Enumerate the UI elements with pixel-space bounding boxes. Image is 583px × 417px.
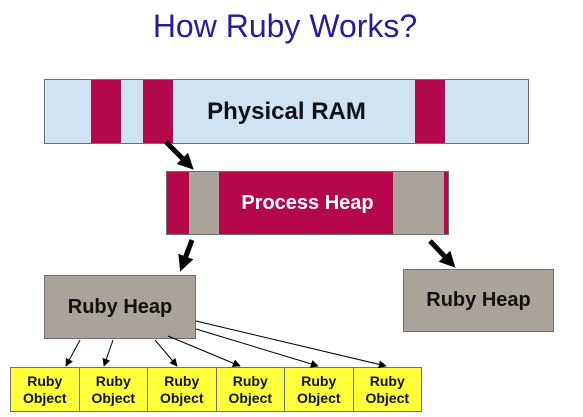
ruby-object-box: Ruby Object xyxy=(78,367,148,412)
ruby-object-line2: Object xyxy=(22,389,67,406)
physical-ram-label: Physical RAM xyxy=(207,97,366,125)
ruby-object-line1: Ruby xyxy=(232,372,268,389)
ruby-heap-to-object-arrow xyxy=(195,320,387,369)
ruby-heap-box-left: Ruby Heap xyxy=(44,275,196,339)
process-heap-label: Process Heap xyxy=(241,191,374,214)
ruby-heap-to-object-arrow xyxy=(195,328,319,368)
process-heap-to-right-ruby-heap-arrow xyxy=(428,239,456,268)
ruby-object-box: Ruby Object xyxy=(10,367,80,412)
physical-ram-box: Physical RAM xyxy=(44,79,529,144)
ruby-object-box: Ruby Object xyxy=(147,367,217,412)
ruby-objects-row: Ruby Object Ruby Object Ruby Object Ruby… xyxy=(10,367,428,412)
ram-used-segment xyxy=(415,80,445,143)
ruby-heap-to-object-arrow xyxy=(154,339,178,367)
diagram-title: How Ruby Works? xyxy=(152,8,418,44)
ruby-object-line2: Object xyxy=(296,389,341,406)
ruby-heap-to-object-arrow xyxy=(167,335,241,367)
ruby-object-line2: Object xyxy=(91,389,136,406)
ruby-object-line1: Ruby xyxy=(164,372,200,389)
ruby-object-box: Ruby Object xyxy=(215,367,285,412)
process-heap-to-left-ruby-heap-arrow xyxy=(178,239,195,272)
process-heap-gray-segment xyxy=(393,172,444,234)
ruby-heap-to-object-arrow xyxy=(65,339,81,367)
ram-used-segment xyxy=(143,80,173,143)
ram-used-segment xyxy=(91,80,121,143)
ruby-object-box: Ruby Object xyxy=(284,367,354,412)
ruby-object-line2: Object xyxy=(228,389,273,406)
ruby-object-box: Ruby Object xyxy=(352,367,422,412)
ruby-object-line2: Object xyxy=(365,389,410,406)
ram-to-process-heap-arrow xyxy=(164,140,194,170)
process-heap-gray-segment xyxy=(189,172,219,234)
ruby-heap-to-object-arrow xyxy=(102,339,114,367)
ruby-object-line1: Ruby xyxy=(369,372,405,389)
ruby-heap-box-right: Ruby Heap xyxy=(403,269,554,332)
ruby-object-line1: Ruby xyxy=(27,372,63,389)
ruby-object-line1: Ruby xyxy=(95,372,131,389)
ruby-object-line1: Ruby xyxy=(301,372,337,389)
ruby-object-line2: Object xyxy=(159,389,204,406)
process-heap-box: Process Heap xyxy=(166,171,449,235)
